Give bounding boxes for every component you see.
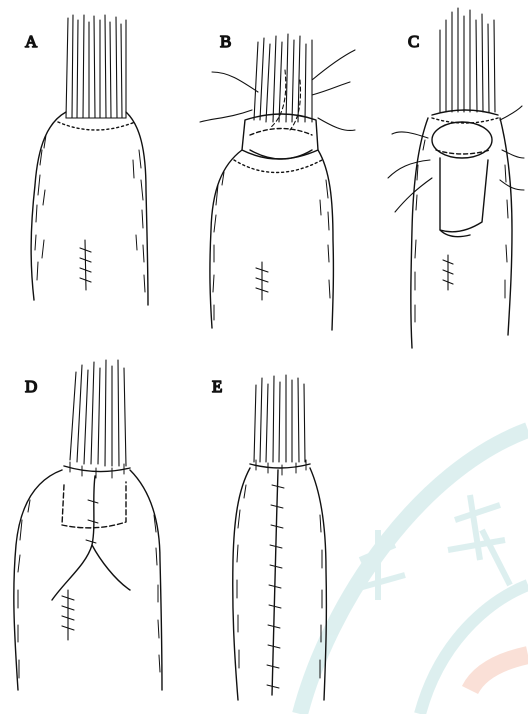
panel-e-tendon (254, 375, 305, 462)
panel-e: E (212, 375, 326, 700)
panel-d-outline (14, 470, 62, 690)
panel-b-label: B (220, 32, 231, 51)
panel-a-sutures (80, 240, 91, 290)
panel-d: D (14, 360, 162, 690)
panel-b-suture-strands (200, 50, 355, 131)
panel-b: B (200, 32, 355, 330)
panel-b-outline (210, 150, 242, 328)
panel-e-label: E (212, 377, 222, 396)
panel-b-sutures (256, 262, 268, 300)
panel-c-tendon (440, 8, 495, 112)
panel-c-sutures (443, 255, 453, 290)
panel-a-tendon (66, 15, 126, 118)
panel-e-sutures (267, 485, 284, 688)
panel-c: C (388, 8, 524, 348)
panel-a: A (25, 15, 148, 305)
panel-e-outline (233, 468, 250, 700)
panel-d-sutures (62, 590, 74, 640)
panel-c-outline (411, 118, 428, 348)
panel-c-label: C (408, 32, 419, 51)
panel-d-tendon (70, 360, 126, 466)
watermark-seal (300, 430, 528, 714)
panel-a-outline (31, 112, 66, 300)
panel-a-label: A (25, 32, 38, 51)
panel-e-seam (272, 470, 278, 695)
panel-d-label: D (25, 377, 37, 396)
